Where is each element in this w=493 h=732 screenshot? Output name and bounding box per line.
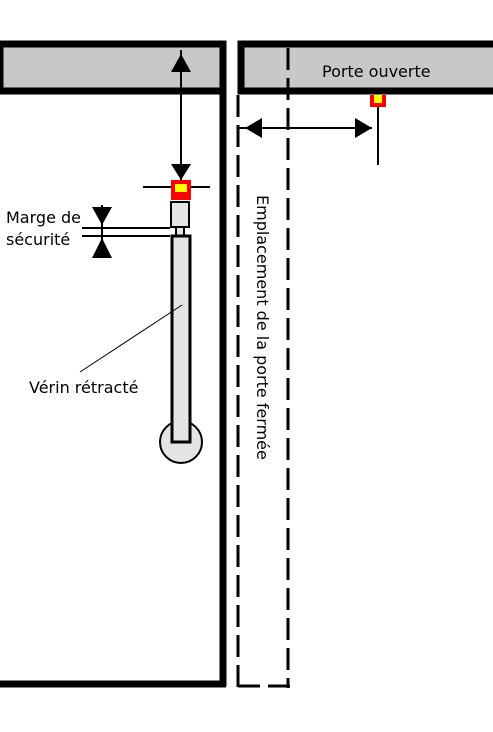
retracted-cylinder-label: Vérin rétracté bbox=[29, 378, 138, 397]
cylinder-stroke-arrow bbox=[143, 50, 210, 188]
safety-margin-label-line1: Marge de bbox=[6, 208, 81, 227]
arrowhead-down bbox=[171, 164, 191, 180]
retracted-cylinder-callout: Vérin rétracté bbox=[29, 304, 183, 397]
cylinder-rod-head bbox=[170, 201, 190, 228]
cylinder-leader-line bbox=[79, 304, 183, 373]
left-frame bbox=[0, 40, 227, 688]
safety-margin-dimension: Marge de sécurité bbox=[6, 205, 170, 258]
arrowhead-left bbox=[245, 118, 262, 138]
cylinder-pin bbox=[171, 180, 191, 200]
safety-margin-label-line2: sécurité bbox=[6, 230, 70, 249]
open-door-panel bbox=[237, 40, 493, 95]
left-header-bar bbox=[0, 40, 227, 95]
arrowhead-up bbox=[171, 54, 191, 72]
cylinder-body bbox=[170, 234, 192, 444]
arrowhead-right bbox=[355, 118, 372, 138]
margin-arrowhead-bottom bbox=[92, 238, 112, 258]
closed-door-label: Emplacement de la porte fermée bbox=[253, 195, 272, 460]
open-door: Porte ouverte bbox=[237, 40, 493, 95]
open-door-label: Porte ouverte bbox=[322, 62, 431, 81]
margin-arrowhead-top bbox=[92, 207, 112, 225]
door-travel-arrow bbox=[238, 104, 379, 165]
closed-door-location: Emplacement de la porte fermée bbox=[236, 48, 290, 688]
door-pin bbox=[370, 95, 386, 107]
retracted-cylinder bbox=[159, 201, 203, 464]
